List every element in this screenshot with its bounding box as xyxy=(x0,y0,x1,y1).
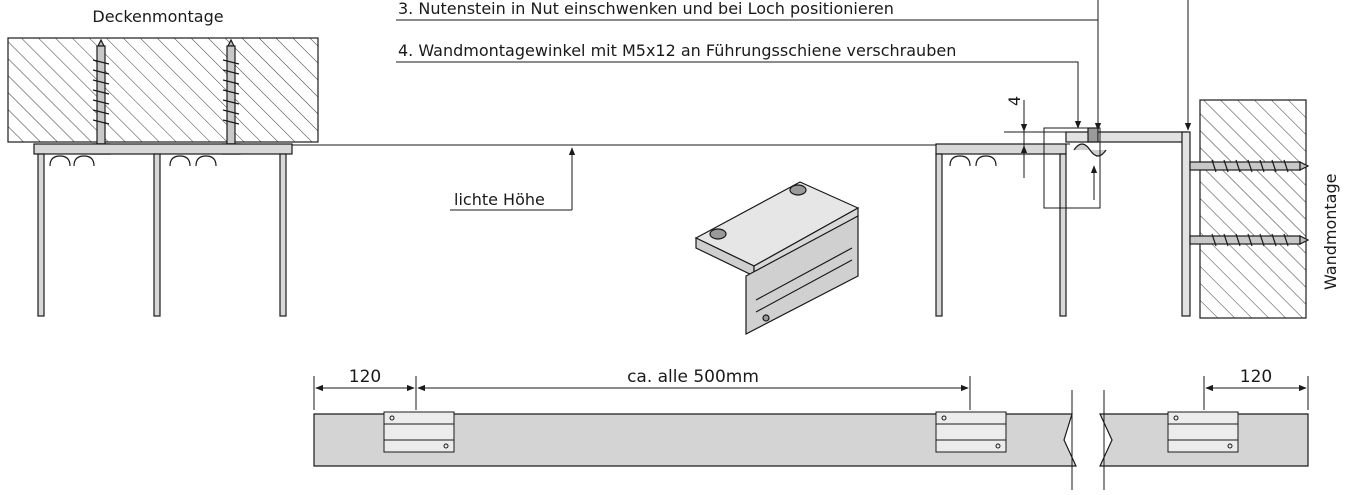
clear-height-label: lichte Höhe xyxy=(454,190,545,209)
wall-bracket-illustration xyxy=(694,181,860,335)
top-view-bracket-1 xyxy=(383,411,455,453)
wall-screw-bottom xyxy=(1189,233,1310,247)
wall-block xyxy=(1199,99,1307,319)
ceiling-block xyxy=(7,37,319,143)
step4-label: 4. Wandmontagewinkel mit M5x12 an Führun… xyxy=(398,41,956,60)
step3-label: 3. Nutenstein in Nut einschwenken und be… xyxy=(398,0,894,18)
wall-screw-top xyxy=(1189,159,1310,173)
nut-detail-box xyxy=(1043,127,1101,209)
top-view-bracket-2 xyxy=(935,411,1007,453)
dim-left-label: 120 xyxy=(349,367,381,387)
top-view-bracket-3 xyxy=(1167,411,1239,453)
ceiling-mount-label: Deckenmontage xyxy=(92,7,223,26)
dim-right-label: 120 xyxy=(1240,367,1272,387)
step4-leader xyxy=(396,61,1082,129)
wall-mount-label: Wandmontage xyxy=(1321,174,1340,291)
rail-top-view xyxy=(313,413,1309,467)
dim-spacing-label: ca. alle 500mm xyxy=(627,367,759,387)
wall-rail-profile xyxy=(935,143,1067,317)
gap-dimension-label: 4 xyxy=(1005,96,1024,106)
wall-bracket-section xyxy=(1065,127,1191,317)
ceiling-rail-profile xyxy=(33,143,293,317)
